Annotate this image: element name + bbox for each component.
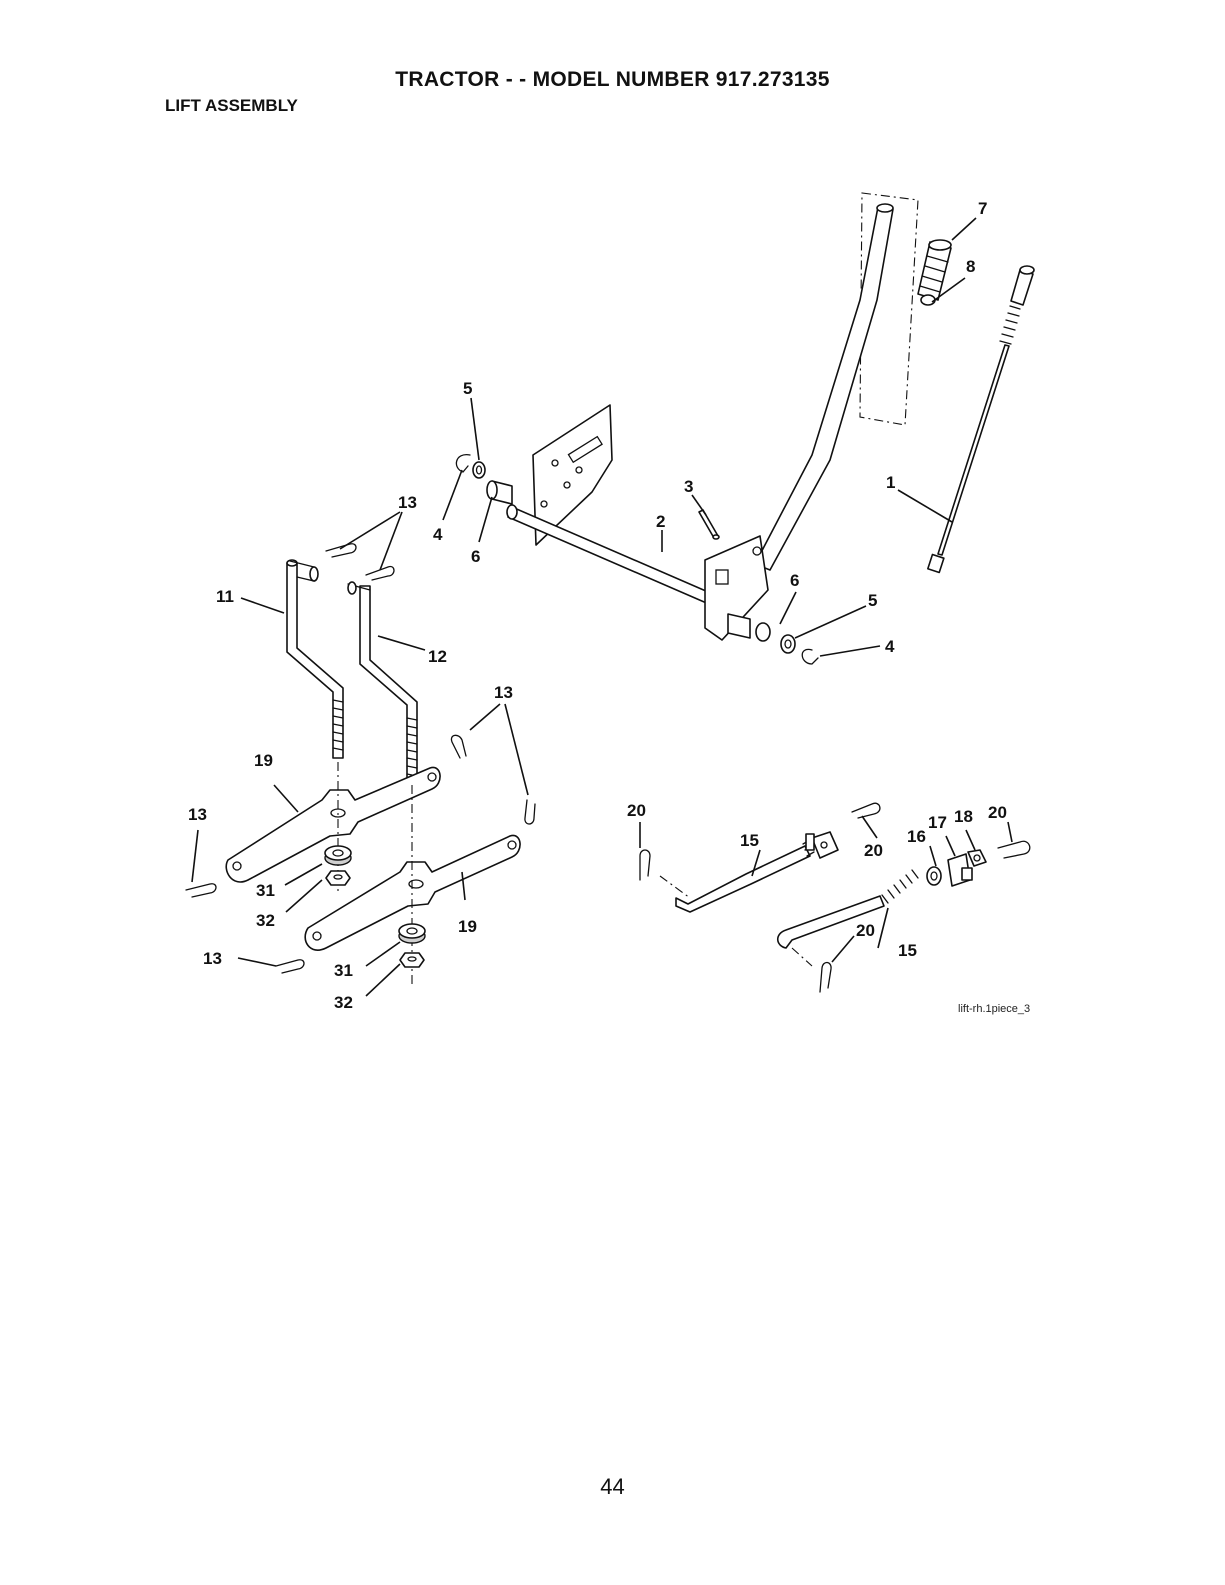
lift-link-11-part xyxy=(287,560,343,758)
callout-4b: 4 xyxy=(885,637,895,656)
callout-7: 7 xyxy=(978,199,987,218)
lift-rod-lower-part xyxy=(778,870,918,966)
callout-8: 8 xyxy=(966,257,975,276)
callout-15a: 15 xyxy=(740,831,759,850)
callout-31b: 31 xyxy=(334,961,353,980)
grip-part xyxy=(918,240,951,305)
callout-19b: 19 xyxy=(458,917,477,936)
hairpin-clips-20 xyxy=(640,803,1030,992)
callout-32b: 32 xyxy=(334,993,353,1012)
drawing-reference-code: lift-rh.1piece_3 xyxy=(958,1003,1030,1015)
callout-20a: 20 xyxy=(627,801,646,820)
callout-6: 6 xyxy=(471,547,480,566)
washer-nut-upper xyxy=(325,846,351,885)
callout-13c: 13 xyxy=(188,805,207,824)
page-number: 44 xyxy=(0,1474,1225,1500)
callout-2: 2 xyxy=(656,512,665,531)
callout-13d: 13 xyxy=(203,949,222,968)
pin-part xyxy=(699,510,719,539)
callout-4: 4 xyxy=(433,525,443,544)
callout-17: 17 xyxy=(928,813,947,832)
callout-20b: 20 xyxy=(864,841,883,860)
lift-handle-part xyxy=(755,193,918,570)
leader-lines xyxy=(192,218,1012,996)
callout-18: 18 xyxy=(954,807,973,826)
callout-15b: 15 xyxy=(898,941,917,960)
callout-11: 11 xyxy=(216,587,234,606)
callout-5: 5 xyxy=(463,379,472,398)
callout-20d: 20 xyxy=(856,921,875,940)
callout-1: 1 xyxy=(886,473,895,492)
exploded-parts-diagram: 7 8 1 5 4 6 3 2 6 5 4 13 11 12 13 19 13 … xyxy=(0,0,1225,1100)
lift-shaft-part xyxy=(507,505,722,608)
adjuster-hardware xyxy=(927,850,986,886)
callout-32a: 32 xyxy=(256,911,275,930)
callout-12: 12 xyxy=(428,647,447,666)
callout-20c: 20 xyxy=(988,803,1007,822)
callout-19a: 19 xyxy=(254,751,273,770)
callout-31a: 31 xyxy=(256,881,275,900)
callout-6b: 6 xyxy=(790,571,799,590)
lift-link-12-part xyxy=(348,582,417,780)
callout-13a: 13 xyxy=(398,493,417,512)
callout-13b: 13 xyxy=(494,683,513,702)
callout-5b: 5 xyxy=(868,591,877,610)
lift-cable-part xyxy=(928,266,1034,572)
right-shaft-hardware xyxy=(728,614,818,664)
callout-16: 16 xyxy=(907,827,926,846)
left-shaft-hardware xyxy=(456,455,512,504)
callout-3: 3 xyxy=(684,477,693,496)
